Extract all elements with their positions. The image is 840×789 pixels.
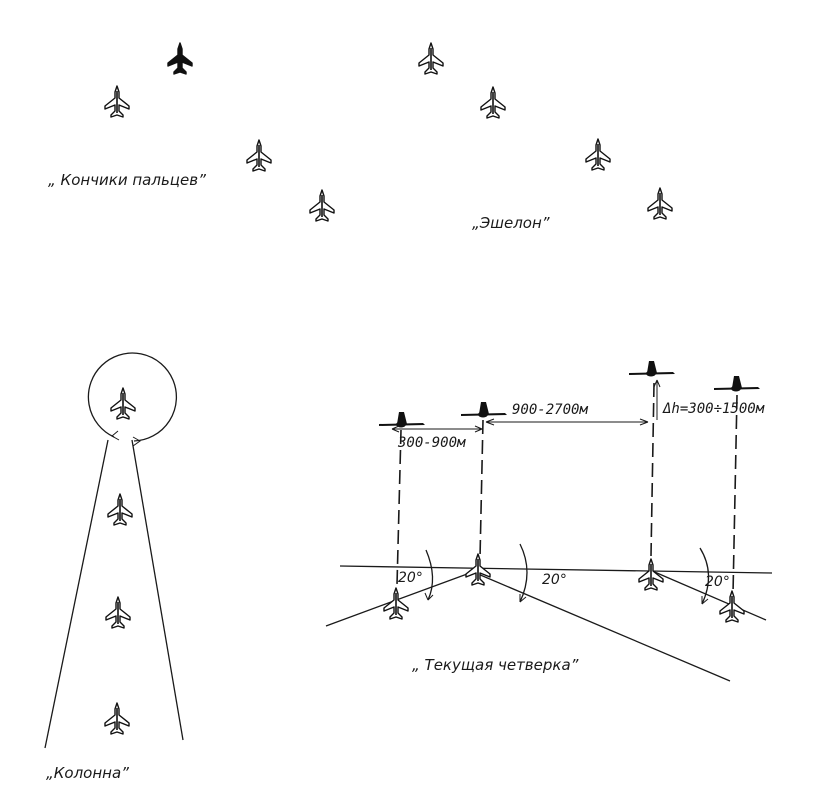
aircraft-icon [104,702,130,735]
aircraft-icon [647,187,673,220]
angle-label: 20° [398,570,423,586]
aircraft-icon [480,86,506,119]
angle-arc [699,547,710,605]
column-formation: „Колонна” [44,352,184,782]
projection-line [479,419,484,559]
side-aircraft-icon [714,376,760,392]
side-aircraft-icon [629,361,675,377]
fluid-four-label: „ Текущая четверка” [412,656,579,674]
aircraft-icon [110,387,136,420]
leader-aircraft-icon [167,42,193,75]
angle-arc [425,549,434,601]
fingertips-formation: „ Кончики пальцев” [48,42,335,222]
bearing-line [649,569,767,621]
aircraft-icon [105,596,131,629]
aircraft-icon [418,42,444,75]
angle-label: 20° [705,574,730,590]
echelon-formation: „Эшелон” [418,42,673,232]
reference-line [339,565,773,574]
projection-line [396,429,402,586]
fluid-four-formation: 300-900м 900-2700м Δh=300÷1500м 20° 20° … [325,361,773,682]
aircraft-icon [107,493,133,526]
arrow-head [132,436,141,447]
echelon-label: „Эшелон” [472,214,550,232]
column-right-line [131,439,184,741]
fingertips-label: „ Кончики пальцев” [48,171,206,189]
aircraft-icon [585,138,611,171]
circle-arc [87,352,177,442]
aircraft-icon [246,139,272,172]
dimension-label: 300-900м [397,435,466,451]
column-label: „Колонна” [46,764,129,782]
side-aircraft-icon [461,402,507,418]
side-aircraft-icon [379,412,425,428]
dimension-label: Δh=300÷1500м [662,401,765,417]
projection-line [732,394,738,595]
angle-arc [519,543,528,603]
bearing-line [477,573,731,682]
column-left-line [44,439,109,749]
angle-label: 20° [542,572,567,588]
aircraft-icon [309,189,335,222]
bearing-line [325,569,479,627]
dimension-label: 900-2700м [512,402,588,418]
aircraft-icon [104,85,130,118]
arrow-head [111,430,120,441]
aircraft-icon [719,590,745,623]
aircraft-icon [465,553,491,586]
projection-line [650,382,655,557]
